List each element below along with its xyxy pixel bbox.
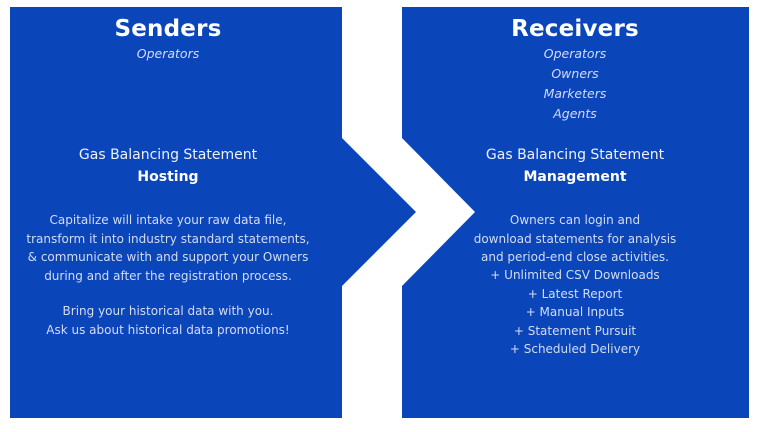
senders-description-line: & communicate with and support your Owne… <box>27 250 309 264</box>
receivers-role: Marketers <box>543 86 607 101</box>
senders-description-line: Capitalize will intake your raw data fil… <box>49 213 287 227</box>
receivers-heading-line2: Management <box>523 169 627 185</box>
senders-note-line: Ask us about historical data promotions! <box>46 322 290 337</box>
receivers-role: Owners <box>551 66 599 81</box>
senders-description-line: transform it into industry standard stat… <box>26 231 310 246</box>
senders-note: Bring your historical data with you. Ask… <box>18 302 318 339</box>
receivers-features: + Unlimited CSV Downloads + Latest Repor… <box>425 266 725 359</box>
senders-heading-line1: Gas Balancing Statement <box>78 147 258 163</box>
feature-item: + Latest Report <box>527 286 623 301</box>
receivers-roles: Operators Owners Marketers Agents <box>425 44 725 124</box>
receivers-title: Receivers <box>511 16 639 42</box>
senders-title: Senders <box>114 16 222 42</box>
senders-roles: Operators <box>18 44 318 64</box>
receivers-heading-line1: Gas Balancing Statement <box>485 147 665 163</box>
senders-role: Operators <box>136 46 200 61</box>
receivers-description-line: and period-end close activities. <box>480 250 669 264</box>
senders-heading-line2: Hosting <box>137 169 199 185</box>
receivers-description-line: download statements for analysis <box>473 231 677 246</box>
senders-note-line: Bring your historical data with you. <box>62 304 274 318</box>
senders-description-line: during and after the registration proces… <box>44 268 292 283</box>
feature-item: + Manual Inputs <box>525 305 625 319</box>
feature-item: + Scheduled Delivery <box>509 342 641 356</box>
senders-panel-arrow <box>10 7 416 418</box>
receivers-description: Owners can login and download statements… <box>425 211 725 267</box>
receivers-panel-notched <box>402 7 749 418</box>
feature-item: + Unlimited CSV Downloads <box>490 268 660 282</box>
senders-service-heading: Gas Balancing Statement Hosting <box>18 144 318 188</box>
receivers-description-line: Owners can login and <box>509 213 641 227</box>
receivers-role: Agents <box>553 106 597 121</box>
feature-item: + Statement Pursuit <box>513 323 637 338</box>
receivers-service-heading: Gas Balancing Statement Management <box>425 144 725 188</box>
senders-description: Capitalize will intake your raw data fil… <box>18 211 318 285</box>
receivers-role: Operators <box>543 46 607 61</box>
